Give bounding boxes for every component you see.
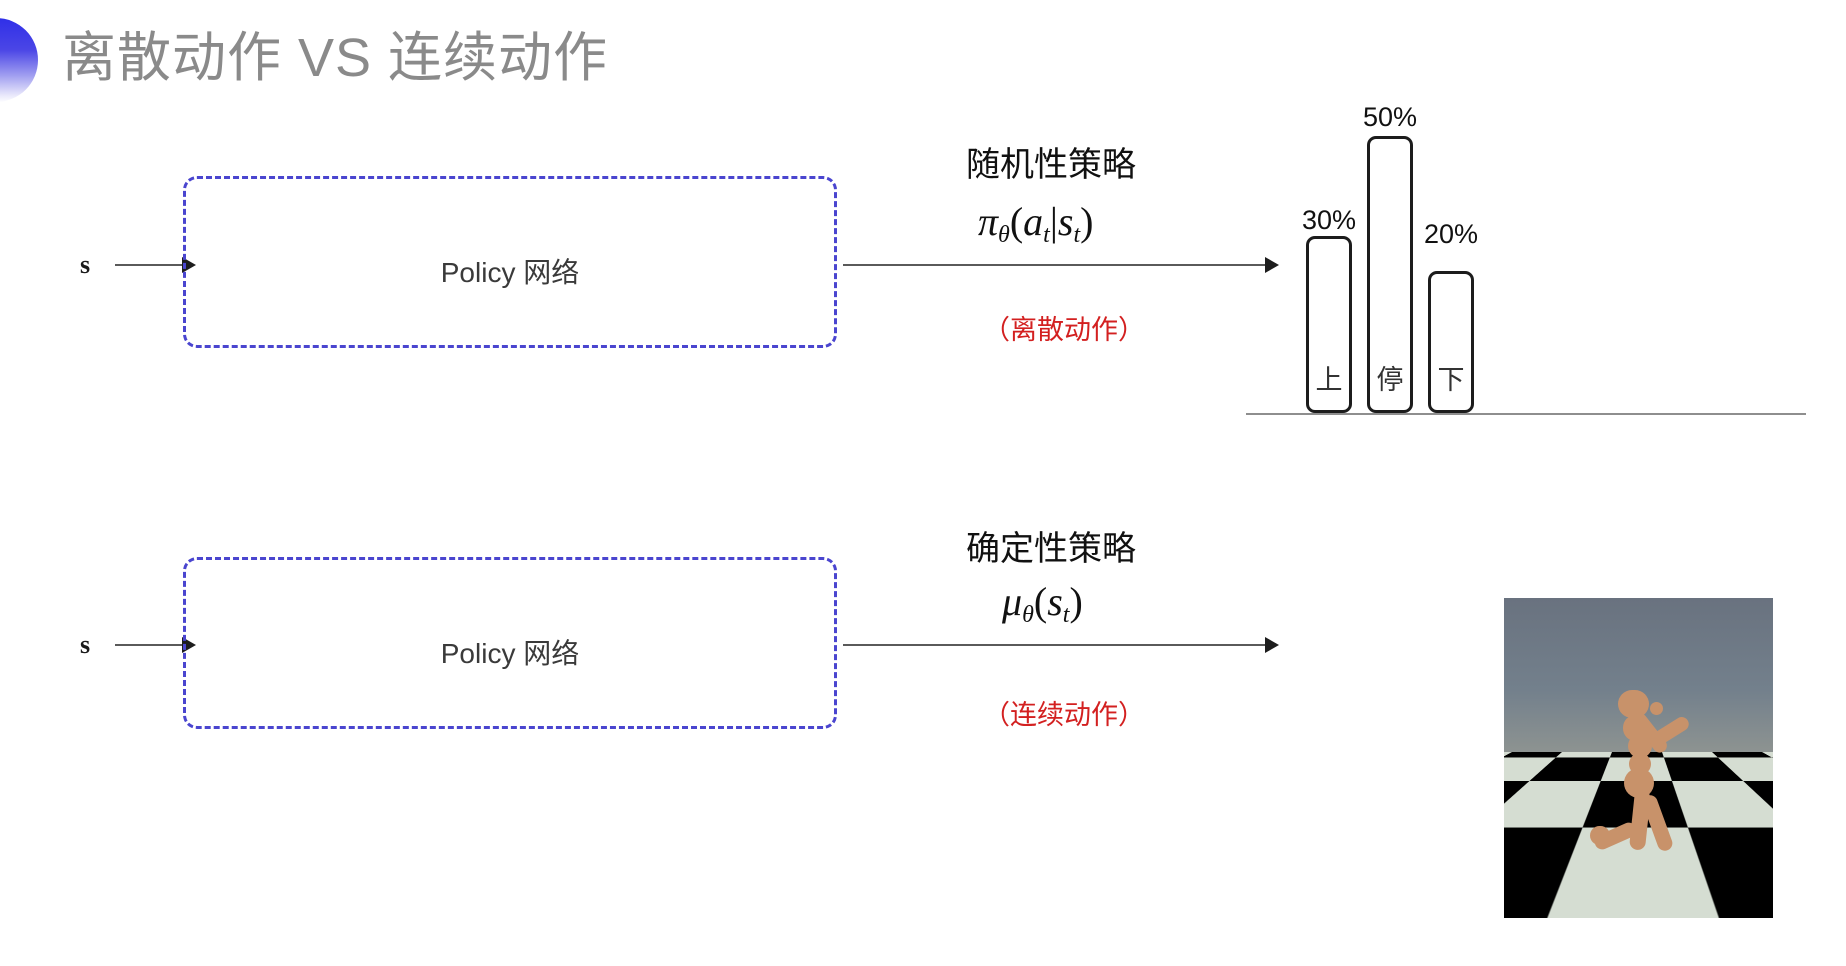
formula-mu: μ	[1002, 579, 1023, 624]
formula-state-subscript: t	[1073, 222, 1081, 249]
policy-formula-continuous: μθ(st)	[1002, 578, 1083, 629]
formula-close-paren: )	[1080, 199, 1094, 244]
formula-pi: π	[978, 199, 999, 244]
formula-action: a	[1023, 199, 1044, 244]
sim-humanoid-hand	[1650, 702, 1663, 715]
formula-state-2: s	[1047, 579, 1063, 624]
output-arrow-head-continuous	[1265, 637, 1279, 653]
formula-mu-subscript: θ	[1022, 602, 1034, 629]
formula-open-paren: (	[1009, 199, 1024, 244]
input-arrow-line-discrete	[115, 264, 185, 266]
formula-close-paren-2: )	[1069, 579, 1083, 624]
action-type-note-discrete: （离散动作）	[983, 315, 1145, 345]
half-circle-bullet-icon	[0, 18, 38, 102]
output-arrow-line-continuous	[843, 644, 1268, 646]
formula-given-bar: |	[1049, 199, 1058, 244]
formula-open-paren-2: (	[1033, 579, 1048, 624]
chart-baseline	[1246, 413, 1806, 415]
action-type-note-continuous: （连续动作）	[983, 700, 1145, 730]
state-label-discrete: s	[80, 250, 91, 279]
bar-category-1: 停	[1376, 365, 1404, 395]
formula-pi-subscript: θ	[998, 222, 1010, 249]
policy-network-label-discrete: Policy 网络	[440, 257, 580, 288]
output-arrow-head-discrete	[1265, 257, 1279, 273]
policy-network-box-continuous[interactable]: Policy 网络	[183, 557, 837, 729]
bar-category-0: 上	[1315, 365, 1343, 395]
policy-type-title-discrete: 随机性策略	[966, 146, 1136, 184]
page-title: 离散动作 VS 连续动作	[62, 28, 609, 88]
bar-1	[1367, 136, 1413, 413]
policy-type-title-continuous: 确定性策略	[966, 530, 1136, 568]
bar-value-2: 20%	[1423, 219, 1479, 249]
bar-0	[1306, 236, 1352, 413]
policy-formula-discrete: πθ(at|st)	[978, 198, 1093, 249]
action-probability-bar-chart: 30% 上 50% 停 20% 下	[1246, 96, 1806, 416]
formula-action-subscript: t	[1043, 222, 1050, 249]
state-label-continuous: s	[80, 630, 91, 659]
policy-network-label-continuous: Policy 网络	[440, 638, 580, 669]
bar-category-2: 下	[1437, 365, 1465, 395]
input-arrow-line-continuous	[115, 644, 185, 646]
bar-value-1: 50%	[1362, 102, 1418, 132]
formula-state: s	[1057, 199, 1074, 244]
formula-state-subscript-2: t	[1062, 602, 1070, 629]
output-arrow-line-discrete	[843, 264, 1268, 266]
bar-2	[1428, 271, 1474, 413]
sim-humanoid-foot	[1590, 826, 1610, 845]
humanoid-sim-image	[1504, 598, 1773, 918]
bar-value-0: 30%	[1301, 205, 1357, 235]
policy-network-box-discrete[interactable]: Policy 网络	[183, 176, 837, 348]
